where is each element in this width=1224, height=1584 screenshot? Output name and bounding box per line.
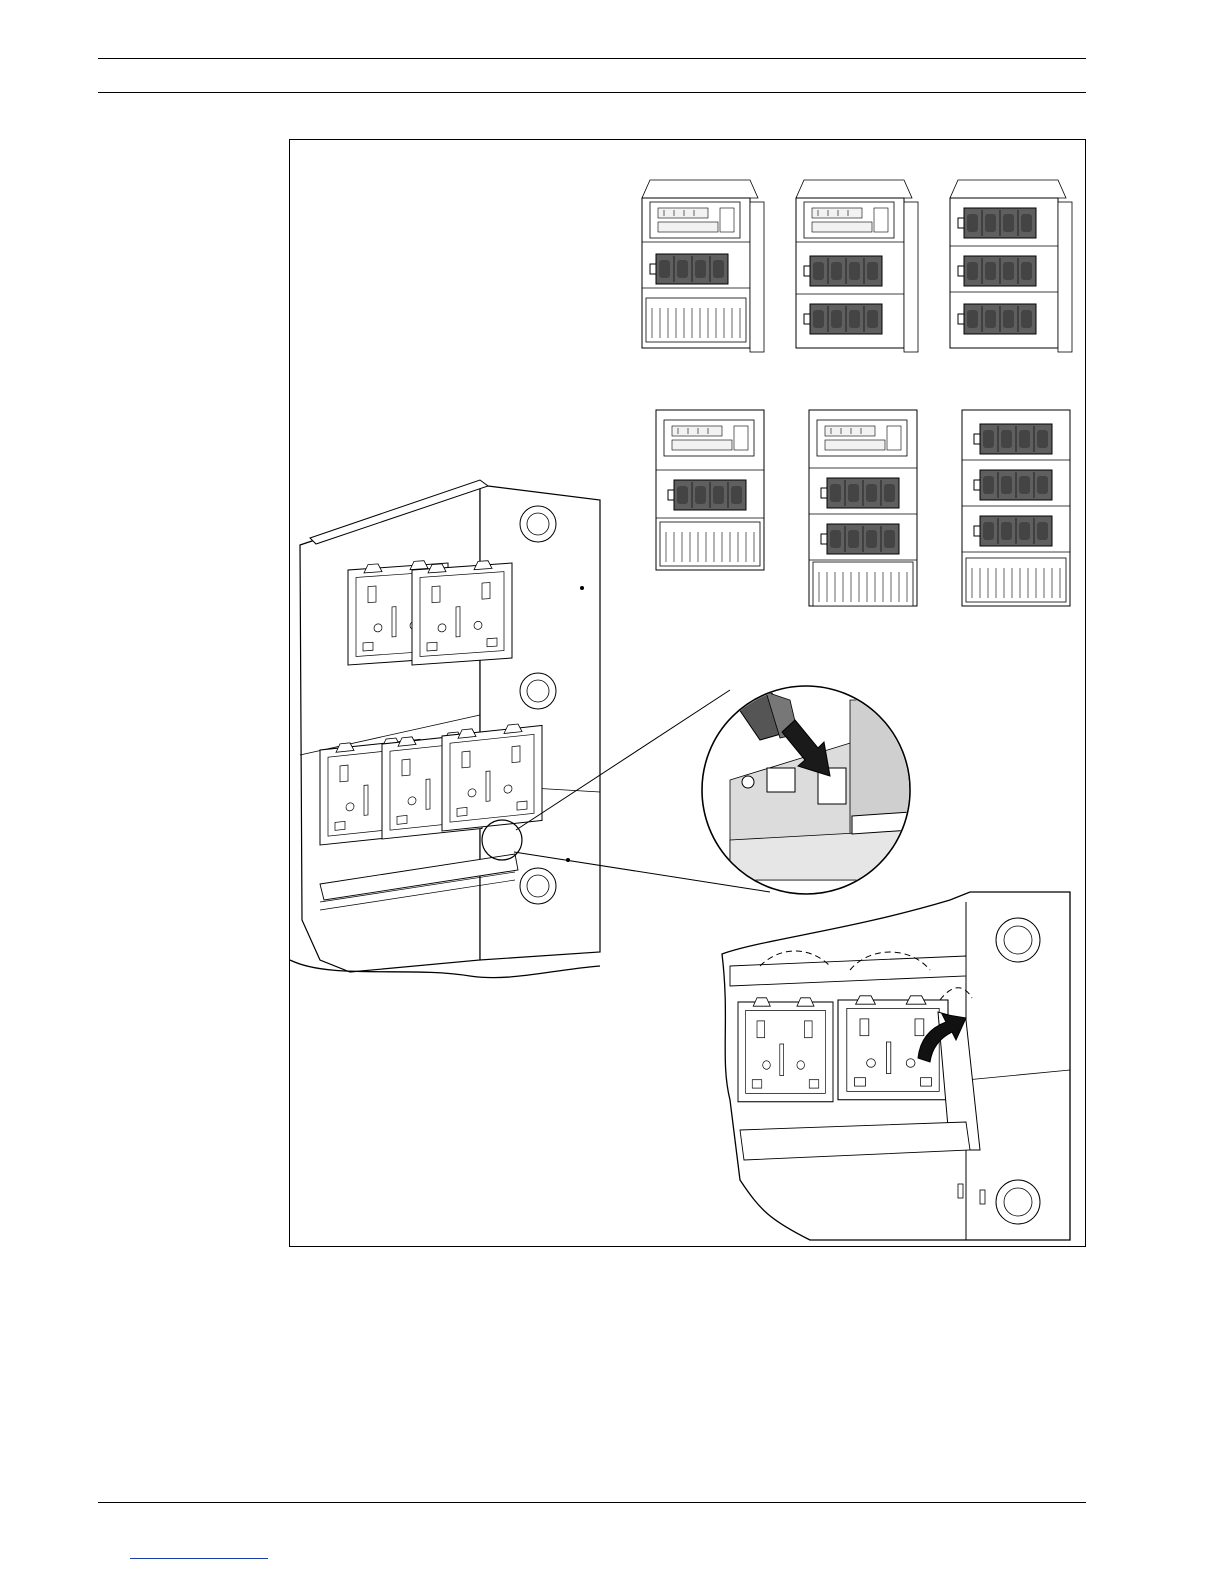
footer-rule: [98, 1502, 1086, 1503]
header-rule-top: [98, 58, 1086, 59]
magnifier-callout: [690, 680, 930, 910]
figure-drawing: [290, 140, 1087, 1248]
housing-variant-f: [962, 410, 1070, 606]
bracket-rotation-detail: [722, 892, 1070, 1240]
installation-figure: [289, 139, 1086, 1247]
enclosure-perspective-view: [290, 480, 600, 978]
footer-link-underline[interactable]: [130, 1558, 268, 1559]
housing-variant-b: [796, 180, 918, 352]
header-rule-bottom: [98, 92, 1086, 93]
housing-variant-a: [642, 180, 764, 352]
housing-variant-c: [950, 180, 1072, 352]
housing-variant-e: [809, 410, 917, 606]
housing-variant-d: [656, 410, 764, 570]
